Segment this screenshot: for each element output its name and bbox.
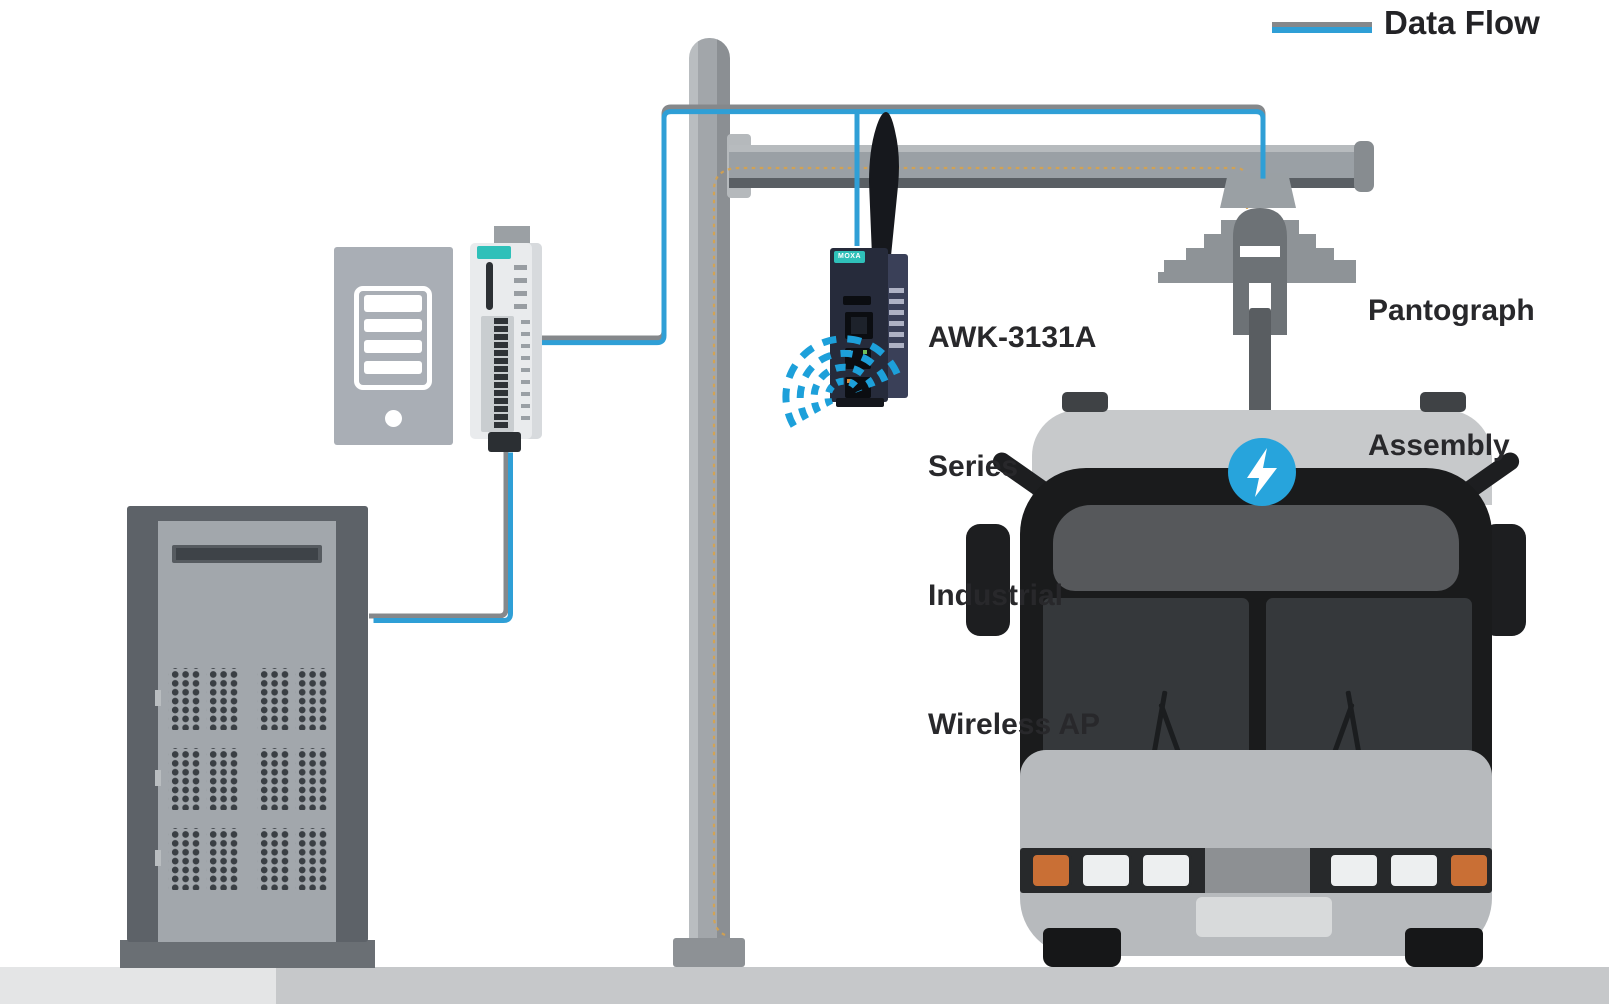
bus-signal-light-right	[1448, 852, 1490, 889]
cabinet-vent-dots	[168, 668, 200, 730]
bus-headlight	[1388, 852, 1440, 889]
data-flow-line-cabinet-io	[369, 448, 513, 623]
legend-line-blue	[1272, 27, 1372, 33]
port-led	[847, 350, 851, 354]
bus-headlight	[1140, 852, 1192, 889]
pantograph-label-line: Pantograph	[1368, 294, 1535, 327]
wireless-ap-label-line: Wireless AP	[928, 708, 1101, 741]
ground-road	[276, 967, 1609, 1004]
bus-mirror-left	[966, 524, 1010, 636]
charging-cabinet-plinth	[120, 940, 375, 968]
server-rack-bar	[364, 361, 422, 374]
overhead-beam	[729, 145, 1372, 188]
wireless-ap-bottom	[836, 398, 884, 407]
wireless-ap-label-line: Industrial	[928, 579, 1064, 612]
port-led	[847, 379, 851, 383]
utility-pole-base	[673, 938, 745, 967]
pantograph-label: Pantograph Assembly	[1368, 198, 1535, 558]
cabinet-vent-dots	[206, 748, 238, 810]
cabinet-hinge	[155, 770, 161, 786]
bus-headlight	[1080, 852, 1132, 889]
utility-pole	[689, 38, 730, 940]
lightning-bolt-icon	[1228, 438, 1296, 506]
wireless-ap-label: AWK-3131A Series Industrial Wireless AP	[928, 230, 1100, 832]
cabinet-vent-dots	[168, 748, 200, 810]
bus-wheel-right	[1405, 928, 1483, 967]
remote-io-label	[477, 246, 511, 259]
remote-io-top-tab	[494, 226, 530, 246]
bus-license-plate	[1196, 897, 1332, 937]
legend-label: Data Flow	[1384, 4, 1540, 41]
bus-signal-light-left	[1030, 852, 1072, 889]
remote-io-led	[514, 278, 527, 283]
cabinet-vent-dots	[295, 828, 327, 890]
server-rack-bar	[364, 295, 422, 312]
cabinet-vent-dots	[168, 828, 200, 890]
remote-io-led	[514, 265, 527, 270]
ground-sidewalk	[0, 967, 276, 1004]
wireless-ap-label-line: Series	[928, 450, 1019, 483]
bus-bumper-center	[1205, 848, 1310, 893]
bus-roof-fitting	[1420, 392, 1466, 412]
server-rack-bar	[364, 319, 422, 332]
bus-headlight	[1328, 852, 1380, 889]
cabinet-hinge	[155, 850, 161, 866]
bus-wheel-left	[1043, 928, 1121, 967]
server-rack-bar	[364, 340, 422, 353]
server-power-button-icon	[385, 410, 402, 427]
cabinet-vent-slot-inner	[176, 548, 318, 560]
cabinet-vent-dots	[295, 748, 327, 810]
server-rack-outline	[354, 286, 432, 390]
remote-io-led	[514, 291, 527, 296]
cabinet-vent-dots	[206, 668, 238, 730]
port-led	[863, 350, 867, 354]
wireless-ap-port-inner	[851, 317, 867, 334]
cabinet-vent-dots	[257, 828, 289, 890]
bus-destination-sign	[1053, 505, 1459, 591]
cabinet-vent-dots	[257, 668, 289, 730]
wireless-ap-slot	[843, 296, 871, 305]
overhead-beam-endcap	[1354, 141, 1374, 192]
moxa-logo: MOXA	[834, 251, 865, 263]
wireless-ap-label-line: AWK-3131A	[928, 321, 1097, 354]
cabinet-vent-dots	[295, 668, 327, 730]
server-icon	[334, 247, 453, 445]
bus-roof-fitting	[1062, 392, 1108, 412]
remote-io-bottom-connector	[488, 432, 521, 452]
remote-io-led	[514, 304, 527, 309]
cabinet-hinge	[155, 690, 161, 706]
legend-line-gray	[1272, 22, 1372, 27]
remote-io-tick-marks	[521, 320, 530, 428]
remote-io-terminals	[494, 318, 508, 430]
pantograph-label-line: Assembly	[1368, 429, 1510, 462]
cabinet-vent-dots	[257, 748, 289, 810]
wireless-ap-vents	[889, 288, 904, 348]
remote-io-slot	[486, 262, 493, 310]
cabinet-vent-dots	[206, 828, 238, 890]
